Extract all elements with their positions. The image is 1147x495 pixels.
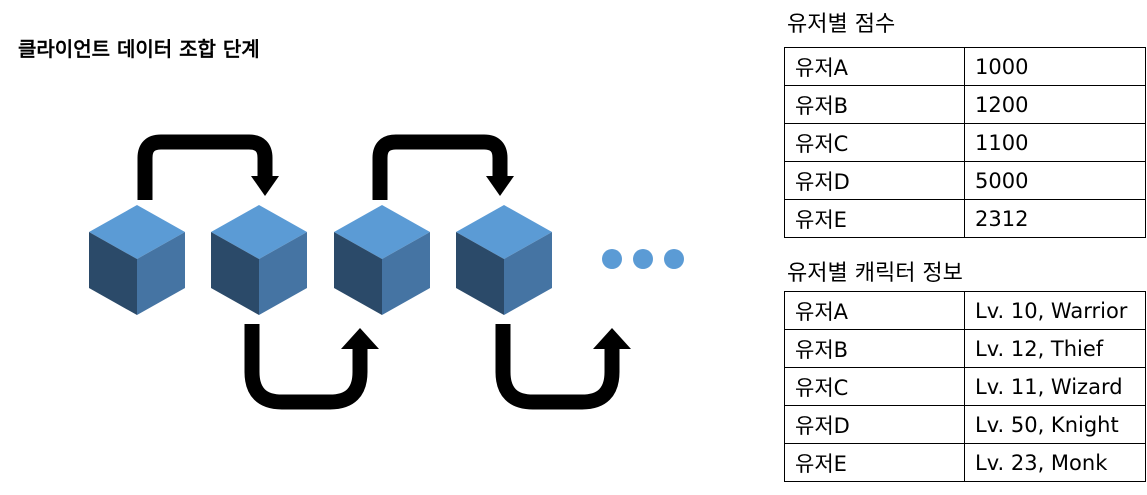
score-cell: 2312 — [964, 199, 1146, 238]
data-assembly-diagram — [89, 134, 684, 410]
character-table-caption: 유저별 캐릭터 정보 — [787, 261, 963, 286]
score-cell: 1000 — [964, 47, 1146, 86]
table-row: 유저C Lv. 11, Wizard — [784, 367, 1146, 406]
arrow-over-1 — [137, 134, 279, 200]
table-row: 유저C 1100 — [784, 123, 1146, 162]
arrow-under-2 — [495, 324, 631, 410]
continuation-dot-1 — [602, 249, 622, 269]
table-row: 유저E 2312 — [784, 199, 1146, 238]
user-cell: 유저B — [784, 329, 965, 368]
diagram-title: 클라이언트 데이터 조합 단계 — [18, 37, 260, 61]
arrow-under-1 — [244, 324, 379, 410]
character-cell: Lv. 12, Thief — [964, 329, 1146, 368]
continuation-dot-3 — [664, 249, 684, 269]
user-cell: 유저C — [784, 367, 965, 406]
character-cell: Lv. 23, Monk — [964, 443, 1146, 482]
character-cell: Lv. 10, Warrior — [964, 291, 1146, 330]
table-row: 유저B Lv. 12, Thief — [784, 329, 1146, 368]
user-cell: 유저A — [784, 291, 965, 330]
arrow-over-2 — [372, 134, 514, 200]
character-cell: Lv. 50, Knight — [964, 405, 1146, 444]
user-cell: 유저D — [784, 161, 965, 200]
table-row: 유저A 1000 — [784, 47, 1146, 86]
score-table: 유저A 1000 유저B 1200 유저C 1100 유저D 5000 유저E … — [784, 47, 1146, 238]
table-row: 유저D Lv. 50, Knight — [784, 405, 1146, 444]
user-cell: 유저C — [784, 123, 965, 162]
character-cell: Lv. 11, Wizard — [964, 367, 1146, 406]
user-cell: 유저D — [784, 405, 965, 444]
data-cube-3 — [334, 205, 430, 315]
table-row: 유저B 1200 — [784, 85, 1146, 124]
character-table: 유저A Lv. 10, Warrior 유저B Lv. 12, Thief 유저… — [784, 291, 1146, 482]
user-cell: 유저E — [784, 443, 965, 482]
user-cell: 유저B — [784, 85, 965, 124]
table-row: 유저E Lv. 23, Monk — [784, 443, 1146, 482]
score-cell: 1200 — [964, 85, 1146, 124]
table-row: 유저A Lv. 10, Warrior — [784, 291, 1146, 330]
score-table-caption: 유저별 점수 — [787, 12, 896, 37]
data-cube-2 — [211, 205, 307, 315]
data-cube-4 — [456, 205, 552, 315]
continuation-dot-2 — [633, 249, 653, 269]
table-row: 유저D 5000 — [784, 161, 1146, 200]
score-cell: 5000 — [964, 161, 1146, 200]
score-cell: 1100 — [964, 123, 1146, 162]
data-cube-1 — [89, 205, 185, 315]
user-cell: 유저A — [784, 47, 965, 86]
user-cell: 유저E — [784, 199, 965, 238]
